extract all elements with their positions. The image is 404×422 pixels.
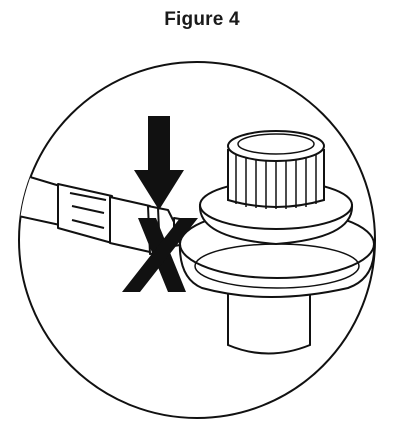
down-arrow-icon [134, 116, 184, 210]
detail-scene [19, 116, 375, 355]
figure-title: Figure 4 [164, 9, 240, 30]
x-mark-icon [122, 218, 198, 292]
detail-circle [18, 61, 376, 419]
regulator-body [178, 130, 375, 355]
